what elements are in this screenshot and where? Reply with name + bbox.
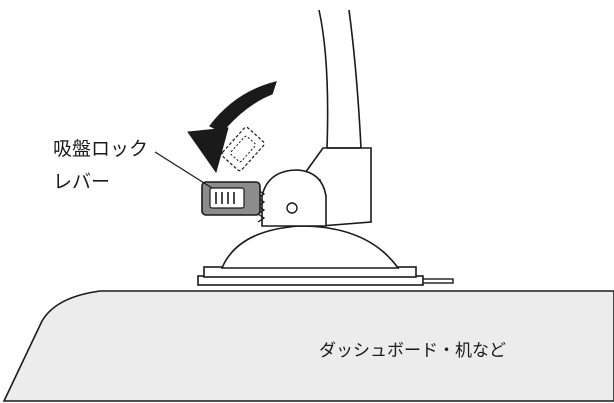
suction-release-tab — [422, 278, 454, 284]
lever-label-line1: 吸盤ロック — [53, 138, 149, 160]
flexible-arm — [318, 9, 329, 149]
curved-arrow-counterclockwise-icon — [187, 81, 277, 174]
pivot-screw — [286, 202, 298, 214]
label-leader-line — [154, 151, 213, 189]
dashboard-surface — [2, 290, 614, 402]
surface-label: ダッシュボード・机など — [319, 341, 506, 361]
suction-cup-dome — [220, 225, 400, 269]
ridged-grip-icon — [209, 187, 245, 209]
lever-label-line2: レバー — [53, 171, 111, 193]
flexible-arm-edge — [348, 9, 362, 149]
lever-previous-position — [221, 126, 265, 172]
cam-wheel — [261, 169, 327, 227]
